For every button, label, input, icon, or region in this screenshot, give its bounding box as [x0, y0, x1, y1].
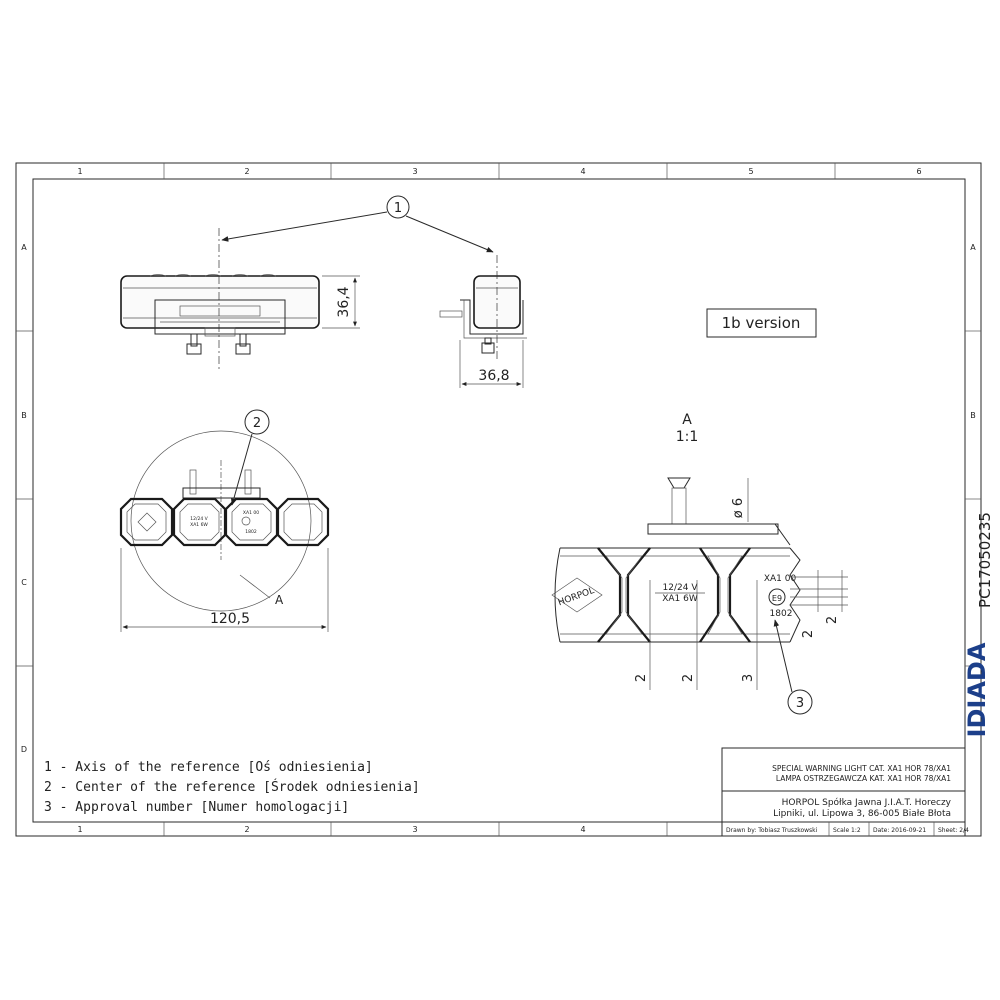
- detail-a-view: A 1:1 HORPOL 12/24 V XA1 6W XA1 00 E9 18…: [551, 412, 848, 715]
- version-box: 1b version: [706, 308, 817, 338]
- dim-side-height: 36,4: [336, 286, 352, 317]
- drawing-frame: [15, 162, 982, 837]
- legend-item-3: 3 - Approval number [Numer homologacji]: [44, 800, 349, 815]
- version-label: 1b version: [722, 314, 801, 332]
- col-label-bottom-1: 1: [77, 825, 82, 834]
- detail-approval-class: XA1 00: [764, 574, 797, 584]
- col-label-bottom-2: 2: [244, 825, 249, 834]
- title-block: SPECIAL WARNING LIGHT CAT. XA1 HOR 78/XA…: [721, 747, 969, 837]
- callout-1-number: 1: [394, 201, 402, 216]
- end-view: 36,8: [439, 255, 527, 388]
- drawn-by: Drawn by: Tobiasz Truszkowski: [726, 827, 818, 834]
- front-small-approval-class: XA1 00: [243, 510, 259, 516]
- detail-category: XA1 6W: [662, 594, 698, 604]
- dim-two-d: 2: [825, 616, 840, 624]
- sheet-field: Sheet: 2/4: [938, 827, 969, 834]
- detail-a-letter: A: [682, 412, 692, 428]
- col-label-3: 3: [412, 167, 417, 176]
- detail-emark: E9: [772, 594, 782, 603]
- row-label-b: B: [21, 411, 27, 420]
- row-label-d: D: [21, 745, 27, 754]
- grid-labels: 1 2 3 4 5 6 1 2 3 4 A B C D A B: [21, 167, 976, 834]
- dim-two-c: 2: [801, 630, 816, 638]
- title-en: SPECIAL WARNING LIGHT CAT. XA1 HOR 78/XA…: [772, 764, 951, 773]
- detail-a-tag: A: [275, 593, 284, 607]
- row-label-right-b: B: [970, 411, 976, 420]
- callout-1: 1: [221, 195, 494, 253]
- legend: 1 - Axis of the reference [Oś odniesieni…: [44, 760, 420, 815]
- col-label-bottom-4: 4: [580, 825, 585, 834]
- idiada-logo-text: IDIADA: [963, 642, 991, 737]
- dim-two-b: 2: [681, 674, 696, 682]
- dim-three: 3: [741, 674, 756, 682]
- col-label-6: 6: [916, 167, 921, 176]
- dim-end-width: 36,8: [478, 368, 509, 384]
- title-pl: LAMPA OSTRZEGAWCZA KAT. XA1 HOR 78/XA1: [776, 774, 951, 783]
- dim-two-a: 2: [634, 674, 649, 682]
- callout-2-number: 2: [253, 416, 261, 431]
- row-label-a: A: [21, 243, 27, 252]
- front-small-voltage: 12/24 V: [190, 516, 208, 522]
- col-label-4: 4: [580, 167, 585, 176]
- row-label-right-a: A: [970, 243, 976, 252]
- front-small-category: XA1 6W: [190, 522, 208, 528]
- legend-item-1: 1 - Axis of the reference [Oś odniesieni…: [44, 760, 373, 775]
- side-view: 36,4: [120, 228, 360, 370]
- dim-overall-length: 120,5: [210, 611, 250, 627]
- company-name: HORPOL Spółka Jawna J.I.A.T. Horeczy: [782, 797, 952, 808]
- detail-brand-mark: HORPOL: [557, 586, 596, 608]
- drawing-code: PC17050235: [976, 512, 994, 608]
- company-address: Lipniki, ul. Lipowa 3, 86-005 Białe Błot…: [773, 809, 951, 819]
- detail-approval-number: 1802: [770, 609, 793, 619]
- scale-field: Scale 1:2: [833, 827, 861, 834]
- detail-voltage: 12/24 V: [663, 583, 699, 593]
- col-label-1: 1: [77, 167, 82, 176]
- front-view: 2 A 12/24 V XA1 6W XA1 00 1802 120,5: [119, 409, 330, 632]
- col-label-2: 2: [244, 167, 249, 176]
- date-field: Date: 2016-09-21: [873, 827, 926, 834]
- idiada-logo: IDIADA: [963, 642, 991, 737]
- legend-item-2: 2 - Center of the reference [Środek odni…: [44, 779, 420, 795]
- callout-3-number: 3: [796, 696, 804, 711]
- col-label-5: 5: [748, 167, 753, 176]
- row-label-c: C: [21, 578, 27, 587]
- detail-a-scale: 1:1: [676, 429, 699, 445]
- col-label-bottom-3: 3: [412, 825, 417, 834]
- front-small-approval-number: 1802: [245, 529, 257, 535]
- dim-screw-diameter: ø 6: [731, 498, 746, 518]
